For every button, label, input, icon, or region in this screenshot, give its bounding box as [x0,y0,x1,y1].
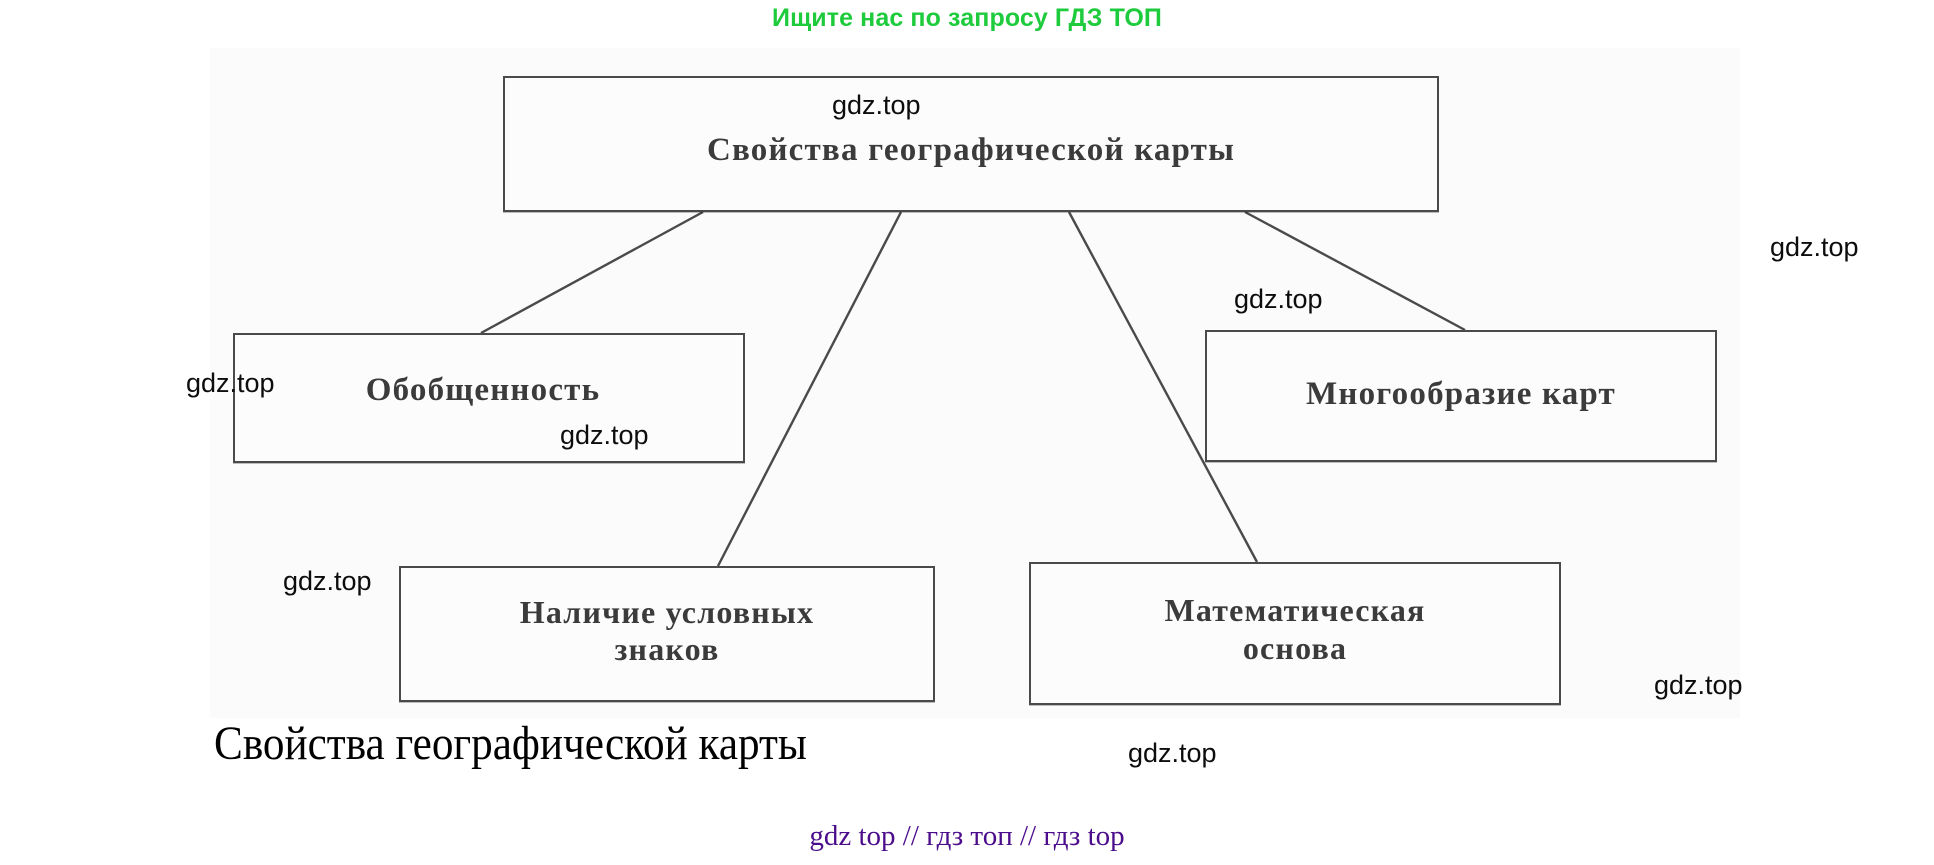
promo-banner-top: Ищите нас по запросу ГДЗ ТОП [772,4,1162,32]
watermark-gdz-top: gdz.top [186,368,275,398]
node-root-label: Свойства географической карты [706,131,1236,168]
watermark-gdz-top: gdz.top [832,90,921,120]
diagram-caption: Свойства географической карты [214,717,807,770]
node-variety-of-maps: Многообразие карт [1205,330,1717,462]
watermark-gdz-top: gdz.top [1128,738,1217,768]
node-properties-of-geographic-map: Свойства географической карты [503,76,1439,212]
promo-banner-bottom: gdz top // гдз топ // гдз top [809,820,1125,852]
node-variety-label: Многообразие карт [1306,375,1616,412]
node-generalization-label: Обобщенность [365,371,601,408]
node-generalization: Обобщенность [233,333,745,463]
watermark-gdz-top: gdz.top [1770,232,1859,262]
watermark-gdz-top: gdz.top [1654,670,1743,700]
watermark-gdz-top: gdz.top [1234,284,1323,314]
watermark-gdz-top: gdz.top [283,566,372,596]
watermark-gdz-top: gdz.top [560,420,649,450]
